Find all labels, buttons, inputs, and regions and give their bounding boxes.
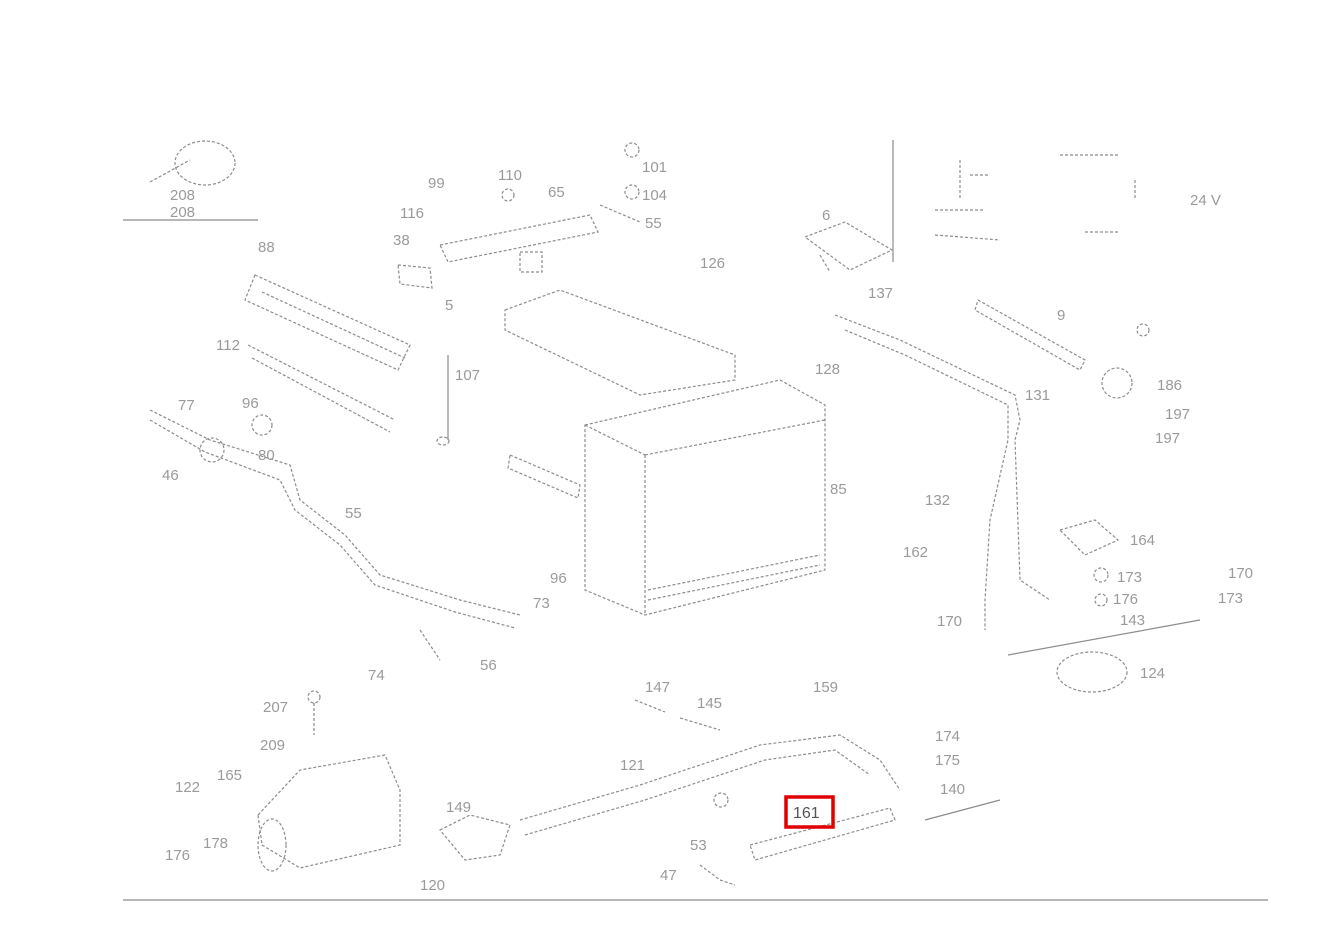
label-107a: 107 [455,367,480,384]
label-176b: 176 [165,847,190,864]
label-110: 110 [498,167,522,184]
battery [504,289,826,616]
label-24v: 24 V [1190,192,1221,209]
top-connectors [397,142,641,289]
bracket-6 [803,221,894,273]
label-73: 73 [533,595,550,612]
rod-107 [436,355,450,446]
label-164: 164 [1130,532,1155,549]
label-101: 101 [642,159,667,176]
label-46: 46 [162,467,179,484]
label-121: 121 [620,757,645,774]
label-47: 47 [660,867,677,884]
label-85: 85 [830,481,847,498]
label-55: 55 [645,215,662,232]
label-209: 209 [260,737,285,754]
right-cable [834,299,1201,656]
label-128: 128 [815,361,840,378]
starter-motor [257,690,401,872]
label-159: 159 [813,679,838,696]
label-161: 161 [793,805,820,822]
label-88: 88 [258,239,275,256]
bottom-cables [439,699,1001,886]
label-38: 38 [393,232,410,249]
label-170b: 170 [1228,565,1253,582]
left-battery-cable [149,409,521,661]
label-96b: 96 [550,570,567,587]
highlight-box-161[interactable] [784,795,835,829]
part-labels: 208 208 99 110 116 65 101 104 55 38 88 5… [162,159,1253,894]
label-178: 178 [203,835,228,852]
label-99: 99 [428,175,445,192]
hold-down-bars [244,274,411,433]
cable-ring-208 [123,140,258,221]
label-65: 65 [548,184,565,201]
label-122: 122 [175,779,200,796]
label-207: 207 [263,699,288,716]
label-186: 186 [1157,377,1182,394]
label-131: 131 [1025,387,1050,404]
label-174: 174 [935,728,960,745]
label-9: 9 [1057,307,1065,324]
label-53: 53 [690,837,707,854]
label-147: 147 [645,679,670,696]
label-56: 56 [480,657,497,674]
label-197: 197 [1165,406,1190,423]
schematic-24v [892,140,1136,262]
label-132: 132 [925,492,950,509]
label-96a: 96 [242,395,259,412]
label-74: 74 [368,667,385,684]
label-104: 104 [642,187,667,204]
label-176: 176 [1113,591,1138,608]
label-145: 145 [697,695,722,712]
label-55b: 55 [345,505,362,522]
label-165: 165 [217,767,242,784]
label-170: 170 [937,613,962,630]
label-173b: 173 [1218,590,1243,607]
label-137: 137 [868,285,893,302]
label-143: 143 [1120,612,1145,629]
label-162: 162 [903,544,928,561]
label-208a: 208 [170,187,195,204]
label-208b: 208 [170,204,195,221]
label-197b: 197 [1155,430,1180,447]
label-120: 120 [420,877,445,894]
label-175: 175 [935,752,960,769]
label-116: 116 [400,205,424,222]
label-140: 140 [940,781,965,798]
right-small-parts [1056,323,1150,693]
label-80: 80 [258,447,275,464]
label-124: 124 [1140,665,1165,682]
label-77: 77 [178,397,195,414]
label-126: 126 [700,255,725,272]
label-173: 173 [1117,569,1142,586]
label-149: 149 [446,799,471,816]
label-112: 112 [216,337,240,354]
label-6: 6 [822,207,830,224]
label-5: 5 [445,297,453,314]
